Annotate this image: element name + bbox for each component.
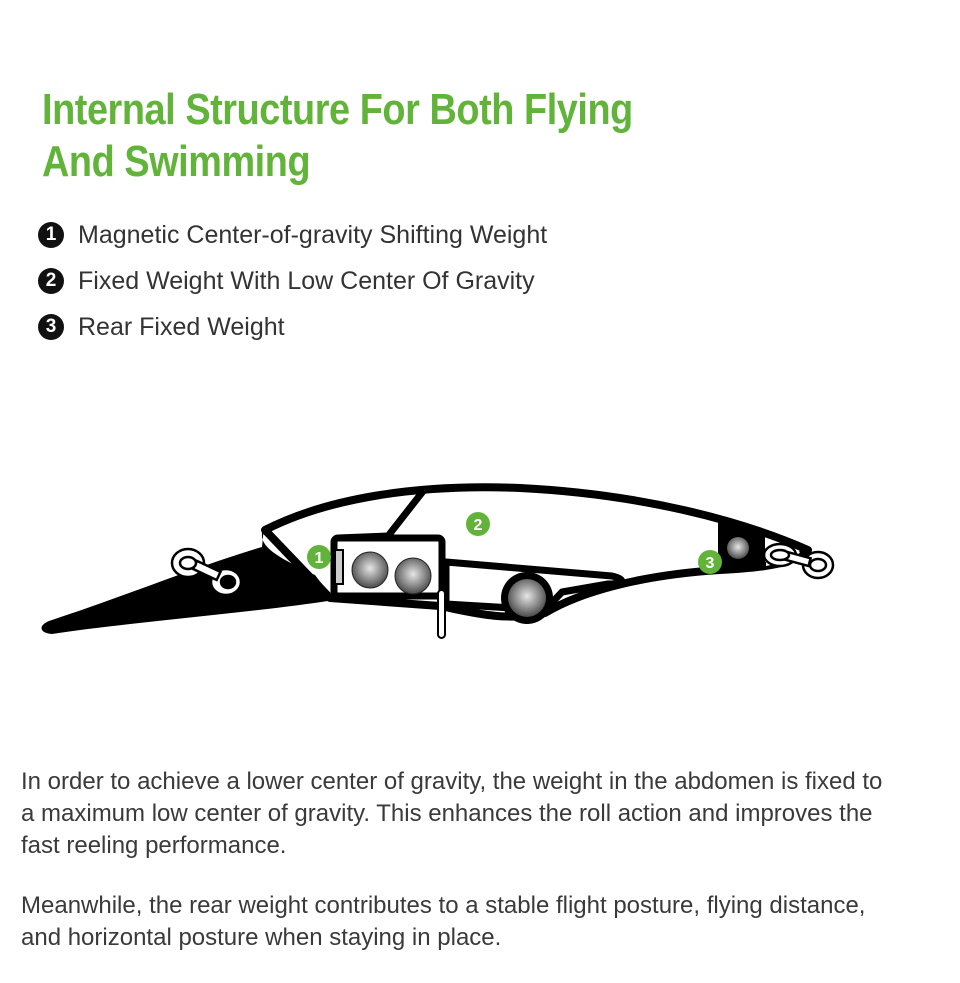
marker-3: 3: [698, 550, 722, 574]
marker-label: 2: [474, 517, 483, 534]
lure-lip: [41, 527, 334, 634]
tail-eye-icon: [762, 542, 835, 580]
weight-ball: [351, 551, 389, 589]
number-badge: 2: [38, 268, 64, 294]
magnet-plate: [334, 549, 344, 585]
marker-label: 3: [706, 555, 715, 572]
title-line-1: Internal Structure For Both Flying: [42, 85, 633, 134]
feature-item: 1 Magnetic Center-of-gravity Shifting We…: [38, 212, 547, 258]
marker-1: 1: [307, 545, 331, 569]
title-line-2: And Swimming: [42, 137, 311, 186]
weight-ball: [508, 579, 546, 617]
marker-2: 2: [466, 512, 490, 536]
weight-ball: [394, 557, 432, 595]
feature-item: 3 Rear Fixed Weight: [38, 304, 547, 350]
feature-label: Fixed Weight With Low Center Of Gravity: [78, 266, 535, 295]
number-badge: 3: [38, 314, 64, 340]
description-paragraph: Meanwhile, the rear weight contributes t…: [21, 892, 866, 951]
number-badge: 1: [38, 222, 64, 248]
feature-label: Magnetic Center-of-gravity Shifting Weig…: [78, 220, 548, 249]
page-title: Internal Structure For Both Flying And S…: [42, 84, 633, 188]
line-tie-eye-icon: [170, 547, 243, 597]
feature-label: Rear Fixed Weight: [78, 312, 285, 341]
lure-diagram: 1 2 3: [41, 483, 835, 639]
description-paragraph: In order to achieve a lower center of gr…: [21, 768, 883, 859]
marker-label: 1: [315, 550, 324, 567]
rear-weight-ball: [727, 537, 749, 559]
feature-list: 1 Magnetic Center-of-gravity Shifting We…: [38, 212, 547, 350]
feature-item: 2 Fixed Weight With Low Center Of Gravit…: [38, 258, 547, 304]
belly-pin: [437, 589, 446, 639]
